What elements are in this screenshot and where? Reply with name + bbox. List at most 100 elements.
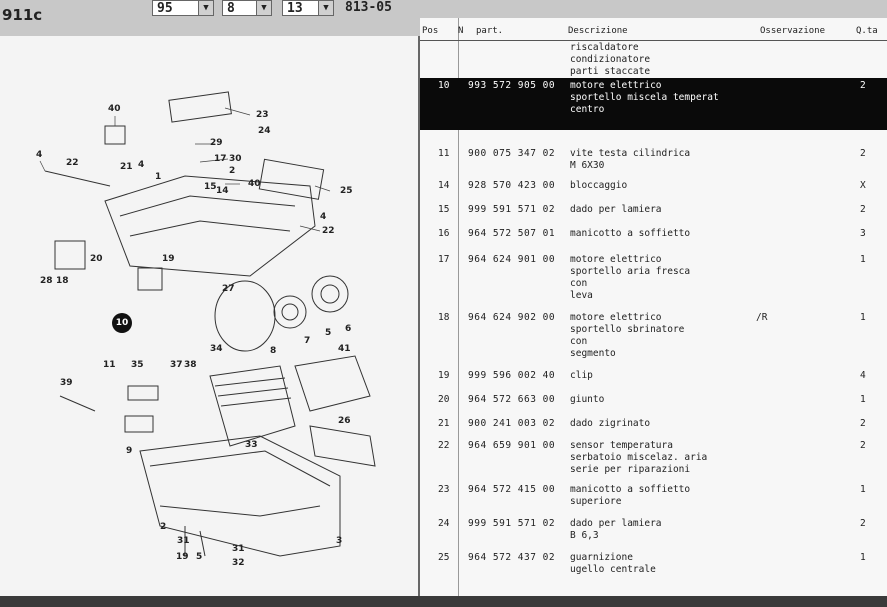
callout-37[interactable]: 37 xyxy=(170,360,183,370)
callout-33[interactable]: 33 xyxy=(245,440,258,450)
callout-27[interactable]: 27 xyxy=(222,284,235,294)
chevron-down-icon[interactable]: ▼ xyxy=(198,1,213,15)
callout-18[interactable]: 18 xyxy=(56,276,69,286)
row-description: manicotto a soffietto superiore xyxy=(570,484,691,507)
diagram-part-shape xyxy=(294,355,371,412)
diagram-part-shape xyxy=(139,435,341,557)
callout-4c[interactable]: 4 xyxy=(320,212,327,222)
callout-8[interactable]: 8 xyxy=(270,346,277,356)
table-row[interactable]: 23 964 572 415 00 manicotto a soffietto su… xyxy=(420,482,887,512)
callout-14[interactable]: 14 xyxy=(216,186,229,196)
callout-9[interactable]: 9 xyxy=(126,446,133,456)
row-quantity: 1 xyxy=(860,394,866,405)
row-part-number: 999 591 571 02 xyxy=(468,518,556,529)
header-descrizione: Descrizione xyxy=(568,26,628,36)
chevron-down-icon[interactable]: ▼ xyxy=(256,1,271,15)
callout-2[interactable]: 2 xyxy=(229,166,236,176)
diagram-part-shape xyxy=(104,175,316,277)
callout-31[interactable]: 31 xyxy=(177,536,190,546)
callout-41[interactable]: 41 xyxy=(338,344,351,354)
callout-40[interactable]: 40 xyxy=(108,104,121,114)
row-pos: 23 xyxy=(438,484,450,495)
callout-30[interactable]: 30 xyxy=(229,154,242,164)
group-select[interactable]: 8 ▼ xyxy=(222,0,272,16)
year-select[interactable]: 95 ▼ xyxy=(152,0,214,16)
callout-24[interactable]: 24 xyxy=(258,126,271,136)
callout-29[interactable]: 29 xyxy=(210,138,223,148)
row-pos: 18 xyxy=(438,312,450,323)
callout-32[interactable]: 32 xyxy=(232,558,245,568)
row-quantity: 1 xyxy=(860,484,866,495)
row-part-number: 964 572 415 00 xyxy=(468,484,556,495)
callout-23[interactable]: 23 xyxy=(256,110,269,120)
callout-3[interactable]: 3 xyxy=(336,536,343,546)
callout-5b[interactable]: 5 xyxy=(196,552,203,562)
callout-15[interactable]: 15 xyxy=(204,182,217,192)
row-description: sensor temperatura serbatoio miscelaz. a… xyxy=(570,440,708,475)
callout-21[interactable]: 21 xyxy=(120,162,133,172)
row-description: clip xyxy=(570,370,593,381)
callout-2b[interactable]: 2 xyxy=(160,522,167,532)
diagram-part-shape xyxy=(119,195,296,217)
header-osservazione: Osservazione xyxy=(760,26,826,36)
callout-22b[interactable]: 22 xyxy=(322,226,335,236)
callout-1[interactable]: 1 xyxy=(155,172,162,182)
callout-6[interactable]: 6 xyxy=(345,324,352,334)
callout-31b[interactable]: 31 xyxy=(232,544,245,554)
exploded-diagram xyxy=(39,91,376,557)
chevron-down-icon[interactable]: ▼ xyxy=(318,1,333,15)
row-quantity: 2 xyxy=(860,80,866,91)
callout-34[interactable]: 34 xyxy=(210,344,223,354)
callout-35[interactable]: 35 xyxy=(131,360,144,370)
callout-11[interactable]: 11 xyxy=(103,360,116,370)
callout-22[interactable]: 22 xyxy=(66,158,79,168)
callout-28[interactable]: 28 xyxy=(40,276,53,286)
row-pos: 16 xyxy=(438,228,450,239)
callout-7[interactable]: 7 xyxy=(304,336,311,346)
diagram-part-shape xyxy=(309,425,376,467)
row-description: motore elettrico sportello miscela tempe… xyxy=(570,80,719,115)
header-part: part. xyxy=(476,26,504,36)
callout-38[interactable]: 38 xyxy=(184,360,197,370)
subgroup-value: 13 xyxy=(287,1,303,16)
callout-17[interactable]: 17 xyxy=(214,154,227,164)
callout-39[interactable]: 39 xyxy=(60,378,73,388)
callout-25[interactable]: 25 xyxy=(340,186,353,196)
diagram-part-shape xyxy=(168,91,232,123)
diagram-part-shape xyxy=(214,280,276,352)
row-quantity: 4 xyxy=(860,370,866,381)
callout-20[interactable]: 20 xyxy=(90,254,103,264)
callout-4[interactable]: 4 xyxy=(36,150,43,160)
row-quantity: 2 xyxy=(860,440,866,451)
callout-5[interactable]: 5 xyxy=(325,328,332,338)
callout-26[interactable]: 26 xyxy=(338,416,351,426)
callout-4b[interactable]: 4 xyxy=(138,160,145,170)
selected-callout-10[interactable]: 10 xyxy=(112,313,132,333)
row-pos: 21 xyxy=(438,418,450,429)
diagram-part-shape xyxy=(149,450,331,487)
parts-table: Pos N part. Descrizione Osservazione Q.t… xyxy=(420,18,887,596)
callout-40b[interactable]: 40 xyxy=(248,179,261,189)
row-pos: 24 xyxy=(438,518,450,529)
row-quantity: 2 xyxy=(860,204,866,215)
subgroup-select[interactable]: 13 ▼ xyxy=(282,0,334,16)
row-part-number: 928 570 423 00 xyxy=(468,180,556,191)
callout-19[interactable]: 19 xyxy=(162,254,175,264)
row-pos: 25 xyxy=(438,552,450,563)
callout-19b[interactable]: 19 xyxy=(176,552,189,562)
exploded-diagram-panel: 40 23 24 29 4 22 21 4 1 17 30 2 15 14 40… xyxy=(0,36,420,596)
diagram-part-shape xyxy=(124,415,154,433)
